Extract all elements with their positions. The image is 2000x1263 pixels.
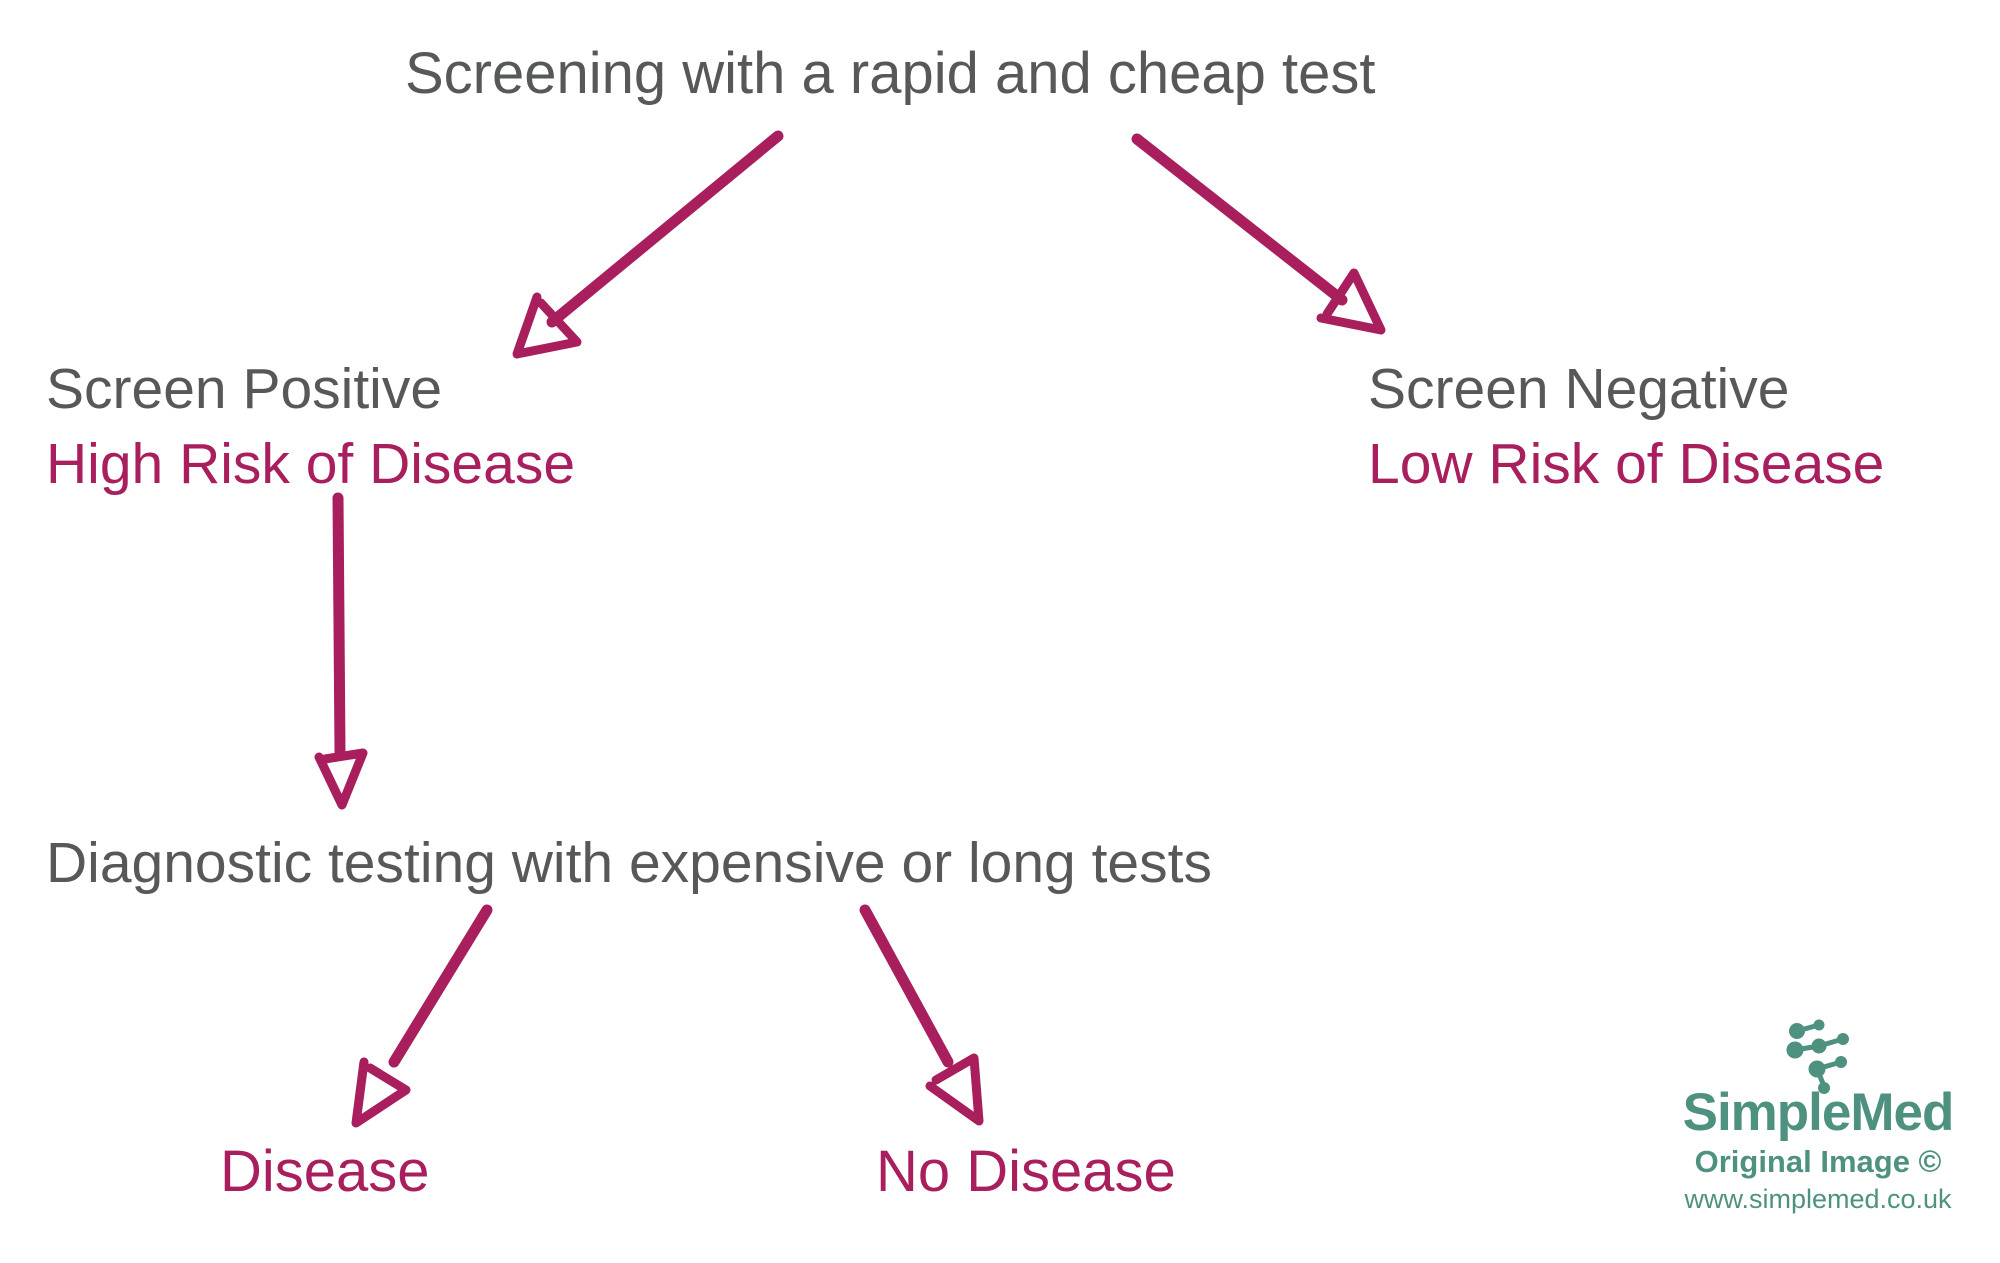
screen-negative-risk: Low Risk of Disease <box>1368 432 1885 496</box>
node-title: Screening with a rapid and cheap test <box>405 41 1376 106</box>
molecule-icon <box>1786 1019 1849 1094</box>
simplemed-brand: SimpleMed <box>1682 1083 1955 1142</box>
node-diagnostic-testing: Diagnostic testing with expensive or lon… <box>46 831 1212 895</box>
simplemed-watermark: SimpleMed Original Image © www.simplemed… <box>1640 1012 1996 1216</box>
screen-positive-risk: High Risk of Disease <box>46 432 576 496</box>
screen-negative-label: Screen Negative <box>1368 357 1790 421</box>
arrow-diagnostic-to-disease <box>351 904 493 1128</box>
screen-positive-label: Screen Positive <box>46 357 443 421</box>
arrow-title-to-screen-negative <box>1131 133 1386 335</box>
arrow-title-to-screen-positive <box>512 130 784 359</box>
node-no-disease: No Disease <box>876 1139 1176 1204</box>
node-screen-positive: Screen Positive High Risk of Disease <box>46 352 575 502</box>
arrow-screen-positive-to-diagnostic <box>314 492 368 810</box>
simplemed-url: www.simplemed.co.uk <box>1684 1184 1952 1214</box>
node-disease: Disease <box>220 1139 430 1204</box>
arrow-diagnostic-to-no-disease <box>859 904 984 1126</box>
simplemed-caption: Original Image © <box>1694 1144 1942 1179</box>
node-screen-negative: Screen Negative Low Risk of Disease <box>1368 352 1884 502</box>
